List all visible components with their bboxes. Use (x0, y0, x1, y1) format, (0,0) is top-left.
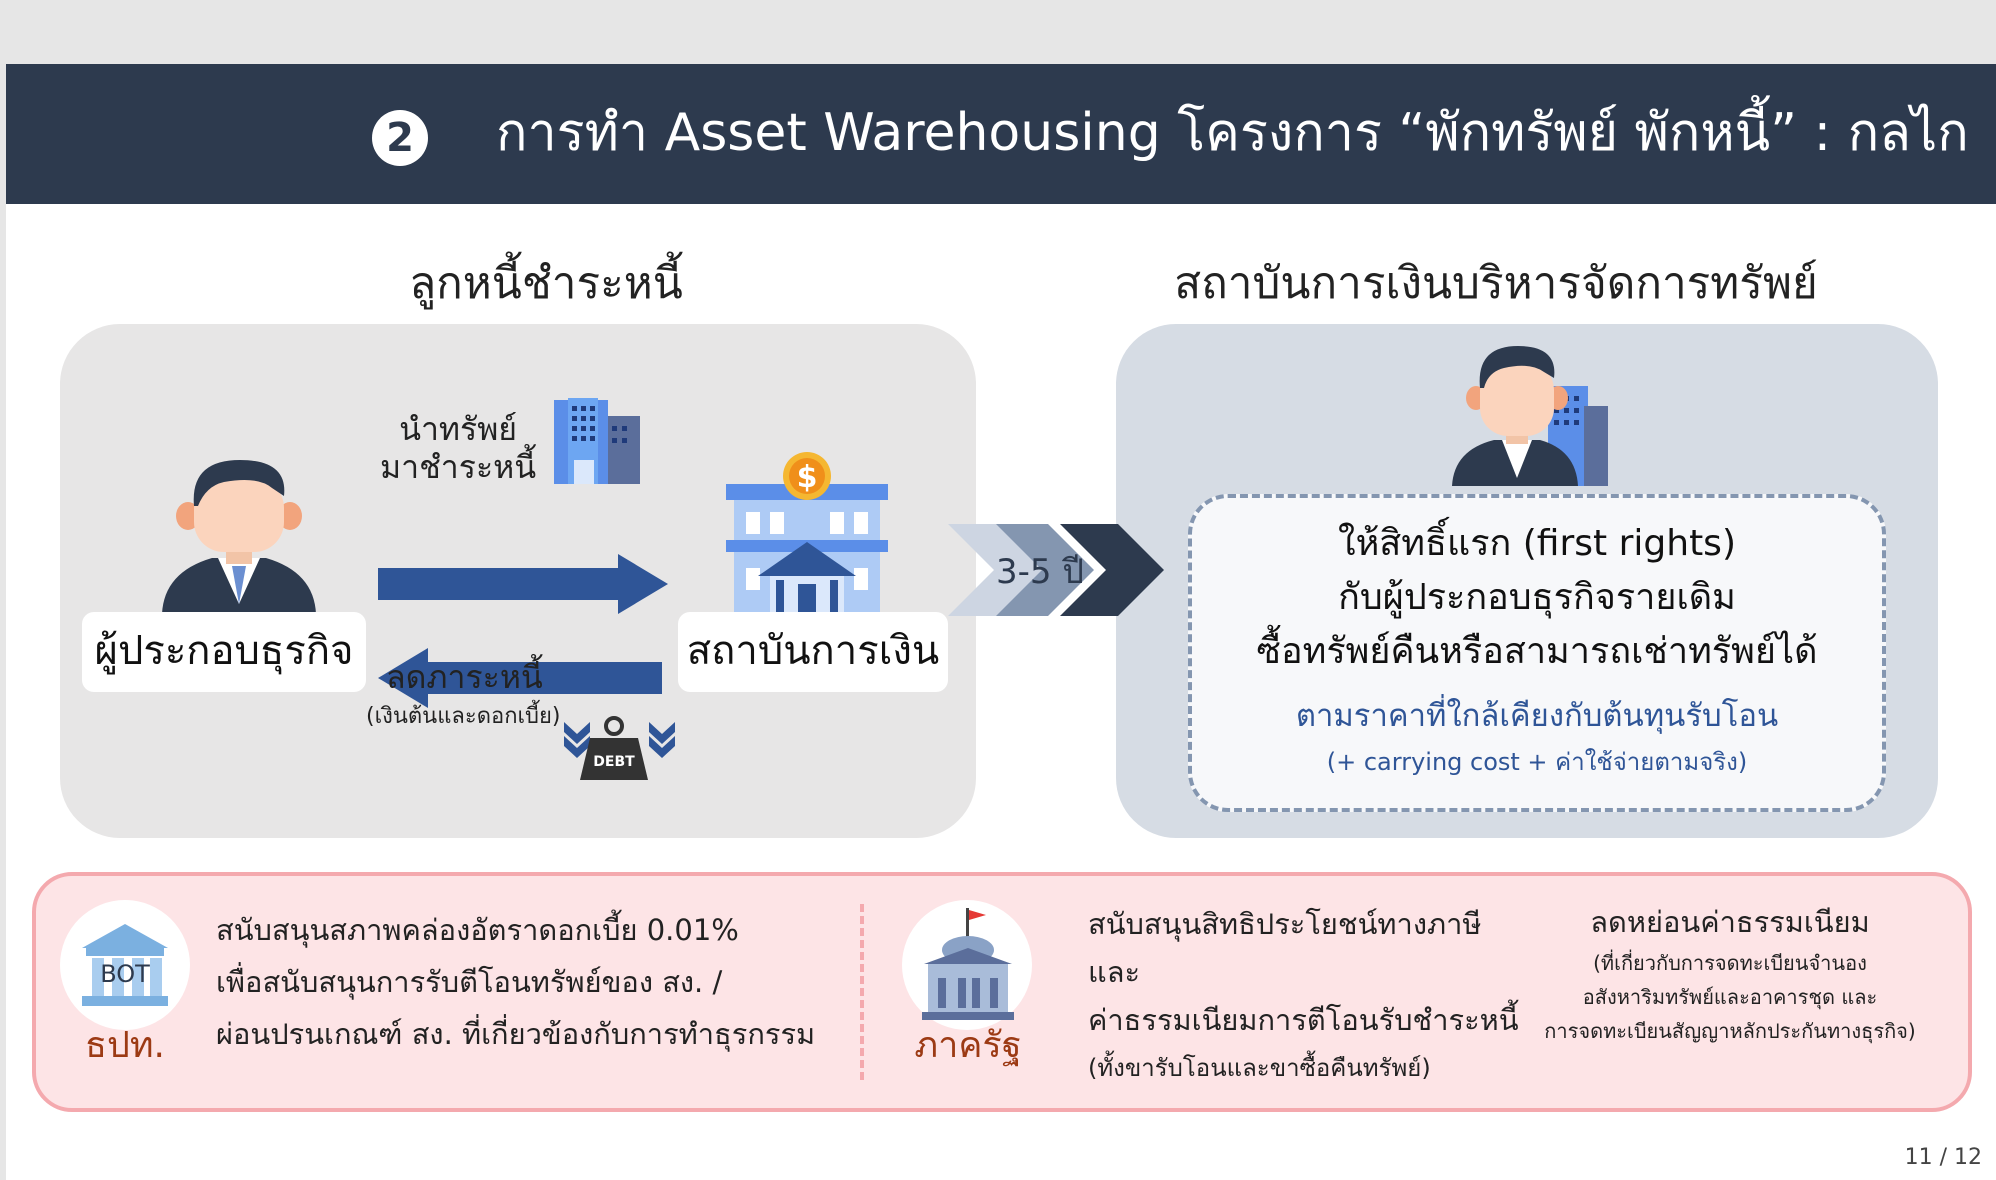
rights-line-2: กับผู้ประกอบธุรกิจรายเดิม (1338, 577, 1736, 618)
bank-icon: $ (726, 452, 888, 612)
gov-line-2: และ (1088, 955, 1141, 989)
debt-weight-icon: DEBT (580, 716, 648, 780)
arrow-top-label-line1: นำทรัพย์ (399, 410, 518, 448)
fee-reduction-text: ลดหย่อนค่าธรรมเนียม (ที่เกี่ยวกับการจดทะ… (1520, 898, 1940, 1048)
timeline-chevrons (948, 524, 1164, 616)
rights-line-4: ตามราคาที่ใกล้เคียงกับต้นทุนรับโอน (1295, 698, 1779, 734)
bot-line-2: เพื่อสนับสนุนการรับตีโอนทรัพย์ของ สง. / (216, 965, 723, 999)
entrepreneur-label: ผู้ประกอบธุรกิจ (82, 612, 366, 692)
gov-line-3: ค่าธรรมเนียมการตีโอนรับชำระหนี้ (1088, 1003, 1519, 1037)
government-support-text: สนับสนุนสิทธิประโยชน์ทางภาษี และ ค่าธรรม… (1088, 900, 1519, 1092)
arrow-left (378, 648, 662, 708)
bank-label: สถาบันการเงิน (678, 612, 948, 692)
bot-icon-text: BOT (100, 960, 150, 988)
slide: 2 การทำ Asset Warehousing โครงการ “พักทร… (6, 64, 1996, 1180)
government-logo (902, 900, 1032, 1030)
page-indicator: 11 / 12 (1904, 1145, 1982, 1170)
rights-line-5: (+ carrying cost + ค่าใช้จ่ายตามจริง) (1326, 748, 1748, 776)
arrow-bottom-label: ลดภาระหนี้ (386, 658, 543, 696)
bot-logo: BOT (60, 900, 190, 1030)
bot-line-1: สนับสนุนสภาพคล่องอัตราดอกเบี้ย 0.01% (216, 913, 739, 947)
fee-line-2: อสังหาริมทรัพย์และอาคารชุด และ (1582, 985, 1878, 1009)
first-rights-box: ให้สิทธิ์แรก (first rights) กับผู้ประกอบ… (1188, 494, 1886, 812)
bot-building-icon: BOT (82, 924, 168, 1006)
gov-line-1: สนับสนุนสิทธิประโยชน์ทางภาษี (1088, 907, 1482, 941)
support-panel: BOT ธปท. สนับสนุนสภาพคล่องอัตราดอกเบี้ย … (32, 872, 1972, 1112)
panel-divider (860, 904, 864, 1080)
slide-header: 2 การทำ Asset Warehousing โครงการ “พักทร… (6, 64, 1996, 204)
bot-support-text: สนับสนุนสภาพคล่องอัตราดอกเบี้ย 0.01% เพื… (216, 904, 815, 1060)
arrow-bottom-sublabel: (เงินต้นและดอกเบี้ย) (366, 704, 561, 729)
government-label: ภาครัฐ (914, 1025, 1022, 1066)
arrow-top-label-line2: มาชำระหนี้ (380, 448, 537, 486)
left-section-title: ลูกหนี้ชำระหนี้ (409, 258, 683, 309)
slide-title: การทำ Asset Warehousing โครงการ “พักทรัพ… (496, 103, 1969, 163)
bot-label: ธปท. (85, 1025, 165, 1066)
building-icon (554, 398, 640, 484)
rights-line-1: ให้สิทธิ์แรก (first rights) (1338, 523, 1736, 564)
step-number-badge: 2 (372, 110, 428, 166)
government-building-icon (922, 908, 1014, 1020)
gov-line-4: (ทั้งขารับโอนและขาซื้อคืนทรัพย์) (1088, 1054, 1431, 1082)
chevron-down-icon (564, 722, 590, 758)
right-section-title: สถาบันการเงินบริหารจัดการทรัพย์ (1174, 258, 1818, 309)
fee-line-3: การจดทะเบียนสัญญาหลักประกันทางธุรกิจ) (1544, 1019, 1916, 1043)
person-building-icon (1452, 346, 1608, 486)
person-icon (162, 460, 316, 614)
bot-line-3: ผ่อนปรนเกณฑ์ สง. ที่เกี่ยวข้องกับการทำธุ… (216, 1017, 816, 1051)
arrow-right (378, 554, 668, 614)
coin-symbol: $ (797, 460, 818, 495)
years-label: 3-5 ปี (996, 552, 1084, 592)
rights-line-3: ซื้อทรัพย์คืนหรือสามารถเช่าทรัพย์ได้ (1256, 631, 1818, 672)
fee-line-1: (ที่เกี่ยวกับการจดทะเบียนจำนอง (1593, 951, 1867, 975)
fee-title: ลดหย่อนค่าธรรมเนียม (1590, 905, 1870, 939)
arrow-top-label: นำทรัพย์ มาชำระหนี้ (380, 410, 536, 486)
debt-badge-text: DEBT (593, 754, 635, 770)
chevron-down-icon (649, 722, 675, 758)
